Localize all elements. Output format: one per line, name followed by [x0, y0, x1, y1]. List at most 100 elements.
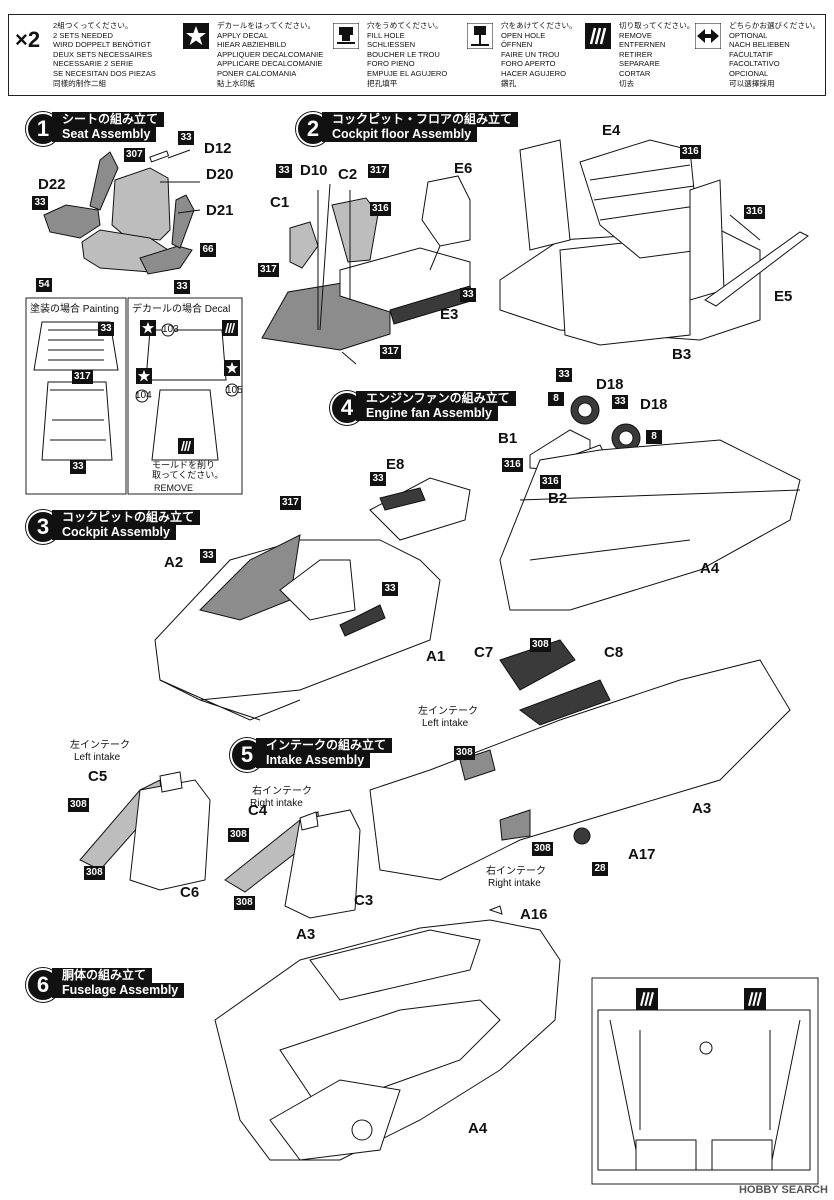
part-label: B3	[672, 346, 692, 363]
part-label: D10	[300, 162, 328, 179]
decal-number: 105	[226, 385, 243, 396]
part-label: E5	[774, 288, 793, 305]
color-code: 308	[84, 866, 105, 880]
engine-fan-drawing	[499, 395, 801, 611]
part-label: D22	[38, 176, 66, 193]
star-icon	[140, 320, 156, 336]
color-code: 317	[368, 164, 389, 178]
remove-note-en: REMOVE	[154, 483, 194, 493]
left-intake-label-en: Left intake	[422, 718, 469, 729]
decal-inset	[127, 297, 243, 495]
cut-icon	[222, 320, 238, 336]
cut-icon	[636, 988, 658, 1010]
color-code: 33	[612, 395, 628, 409]
step-title-en: Cockpit Assembly	[52, 525, 176, 540]
step-title-jp: エンジンファンの組み立て	[356, 391, 516, 406]
part-label: C3	[354, 892, 374, 909]
part-label: E6	[454, 160, 473, 177]
color-code: 317	[72, 370, 93, 384]
color-code: 308	[530, 638, 551, 652]
color-code: 33	[276, 164, 292, 178]
color-code: 308	[68, 798, 89, 812]
fill-hole-icon	[333, 23, 359, 49]
color-code: 8	[646, 430, 662, 444]
step-title-jp: コックピットの組み立て	[52, 510, 201, 525]
right-intake-label-en: Right intake	[488, 878, 541, 889]
color-code: 33	[200, 549, 216, 563]
color-code: 316	[680, 145, 701, 159]
part-label: C6	[180, 884, 200, 901]
cut-icon	[744, 988, 766, 1010]
right-intake-label-jp: 右インテーク	[486, 866, 546, 877]
color-code: 317	[280, 496, 301, 510]
cut-icon	[178, 438, 194, 454]
color-code: 33	[178, 131, 194, 145]
step-title-en: Fuselage Assembly	[52, 983, 185, 998]
color-code: 8	[548, 392, 564, 406]
right-intake-label-jp: 右インテーク	[252, 786, 312, 797]
step-title-en: Cockpit floor Assembly	[322, 127, 478, 142]
color-code: 28	[592, 862, 608, 876]
color-code: 317	[380, 345, 401, 359]
cockpit-drawing	[154, 477, 471, 721]
right-intake-label-en: Right intake	[250, 798, 303, 809]
painting-label: 塗装の場合 Painting	[30, 304, 119, 315]
star-icon	[183, 23, 209, 49]
part-label: C5	[88, 768, 108, 785]
part-label: A3	[296, 926, 316, 943]
part-label: D20	[206, 166, 234, 183]
step-title-jp: シートの組み立て	[52, 112, 165, 127]
color-code: 316	[540, 475, 561, 489]
step-number: 5	[230, 738, 264, 772]
decal-label: デカールの場合 Decal	[132, 304, 231, 315]
x2-icon: ×2	[15, 27, 41, 52]
part-label: D21	[206, 202, 234, 219]
fuselage-drawing	[214, 905, 561, 1161]
cockpit-floor-drawing	[261, 175, 475, 365]
part-label: E8	[386, 456, 405, 473]
part-label: E4	[602, 122, 621, 139]
step-title-jp: インテークの組み立て	[256, 738, 393, 753]
part-label: C1	[270, 194, 290, 211]
part-label: B1	[498, 430, 518, 447]
right-intake-drawing	[224, 809, 361, 919]
part-label: A16	[520, 906, 548, 923]
color-code: 308	[234, 896, 255, 910]
intake-main-drawing	[369, 639, 791, 881]
cut-icon	[585, 23, 611, 49]
part-label: C2	[338, 166, 358, 183]
decal-number: 104	[135, 390, 152, 401]
part-label: C4	[248, 802, 268, 819]
part-label: B2	[548, 490, 568, 507]
color-code: 33	[32, 196, 48, 210]
color-code: 66	[200, 243, 216, 257]
star-icon	[136, 368, 152, 384]
cockpit-tub-drawing	[499, 139, 809, 346]
optional-arrows-icon	[695, 23, 721, 49]
color-code: 308	[454, 746, 475, 760]
watermark: HOBBY SEARCH	[738, 1184, 828, 1196]
part-label: C7	[474, 644, 494, 661]
part-label: E3	[440, 306, 459, 323]
left-intake-drawing	[79, 771, 211, 891]
color-code: 33	[98, 322, 114, 336]
part-label: A4	[468, 1120, 488, 1137]
part-label: D18	[596, 376, 624, 393]
star-icon	[224, 360, 240, 376]
color-code: 33	[556, 368, 572, 382]
part-label: A4	[700, 560, 720, 577]
remove-note-jp: モールドを削り 取ってください。	[152, 460, 224, 480]
decal-number: 103	[162, 324, 179, 335]
color-code: 33	[174, 280, 190, 294]
